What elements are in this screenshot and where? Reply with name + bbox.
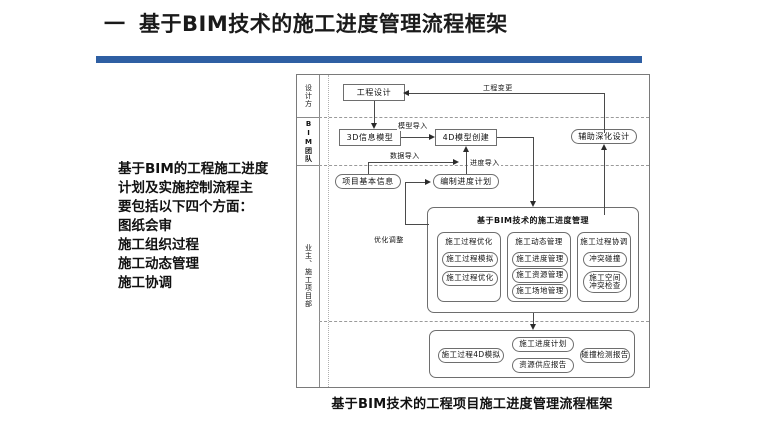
edge-optimize-up [405, 182, 406, 224]
chip-clash-detection-report-output[interactable]: 碰撞检测报告 [580, 348, 630, 363]
group-construction-process-optimization: 施工过程优化 施工过程模拟 施工过程优化 [437, 232, 501, 302]
edge-schedule-up [466, 152, 467, 174]
edge-engineering-change [409, 93, 604, 94]
edge-arrow [403, 90, 409, 96]
summary-line: 施工协调 [118, 275, 172, 291]
summary-line: 要包括以下四个方面： [118, 199, 253, 215]
title-marker: 一 [104, 12, 125, 36]
lane-divider [319, 321, 649, 322]
swimlane-label-design: 设计方 [304, 84, 313, 108]
chip-construction-schedule-plan-output[interactable]: 施工进度计划 [512, 337, 574, 352]
chip-construction-site-management[interactable]: 施工场地管理 [512, 284, 568, 299]
swimlane-label-column: 设计方 BIM团队 业主、施工项目部 [297, 75, 320, 387]
node-engineering-design[interactable]: 工程设计 [343, 84, 405, 101]
node-3d-information-model[interactable]: 3D信息模型 [339, 129, 401, 146]
edge-3d-to-4d [401, 137, 429, 138]
edge-panel-to-assist [604, 150, 605, 215]
edge-arrow [601, 144, 607, 150]
page-title: 一 基于BIM技术的施工进度管理流程框架 [104, 14, 508, 35]
edge-4d-right [497, 137, 533, 138]
summary-line: 图纸会审 [118, 218, 172, 234]
chip-construction-schedule-management[interactable]: 施工进度管理 [512, 252, 568, 267]
group-title: 施工过程协调 [580, 237, 628, 246]
diagram-caption: 基于BIM技术的工程项目施工进度管理流程框架 [331, 397, 613, 412]
edge-info-right [368, 162, 455, 163]
edge-optimize-right [405, 182, 425, 183]
swimlane-label-bim-team: BIM团队 [304, 119, 313, 163]
node-project-basic-info[interactable]: 项目基本信息 [335, 174, 401, 189]
group-title: 施工动态管理 [515, 237, 563, 246]
edge-arrow [371, 123, 377, 129]
lane-guide-line [328, 75, 329, 387]
edge-arrow [530, 324, 536, 330]
group-construction-dynamic-management: 施工动态管理 施工进度管理 施工资源管理 施工场地管理 [507, 232, 571, 302]
edge-arrow [425, 179, 431, 185]
chip-4d-simulation-output[interactable]: 施工过程4D模拟 [438, 348, 504, 363]
panel-title: 基于BIM技术的施工进度管理 [476, 216, 590, 225]
group-title: 施工过程优化 [445, 237, 493, 246]
chip-construction-process-optimization[interactable]: 施工过程优化 [442, 271, 498, 286]
edge-label-data-import: 数据导入 [389, 151, 421, 161]
edge-design-to-3d [374, 101, 375, 123]
edge-info-up [368, 162, 369, 174]
edge-label-model-import: 模型导入 [397, 121, 429, 131]
edge-4d-down [533, 137, 534, 201]
lane-divider [319, 117, 649, 118]
edge-engineering-change-down [604, 93, 605, 133]
edge-arrow [530, 201, 536, 207]
chip-resource-supply-report-output[interactable]: 资源供应报告 [512, 358, 574, 373]
summary-text-block: 基于BIM的工程施工进度 计划及实施控制流程主 要包括以下四个方面： 图纸会审 … [118, 160, 298, 293]
edge-label-optimize-adjust: 优化调整 [373, 235, 405, 245]
chip-construction-space-clash-check[interactable]: 施工空间冲突检查 [583, 271, 627, 293]
chip-clash-collision[interactable]: 冲突碰撞 [583, 252, 627, 267]
group-construction-process-coordination: 施工过程协调 冲突碰撞 施工空间冲突检查 [577, 232, 631, 302]
title-text: 基于BIM技术的施工进度管理流程框架 [139, 12, 508, 36]
edge-optimize-left [405, 224, 429, 225]
swimlane-label-owner-contractor: 业主、施工项目部 [304, 244, 313, 308]
summary-line: 施工动态管理 [118, 256, 199, 272]
deliverables-panel: 施工过程4D模拟 施工进度计划 资源供应报告 碰撞检测报告 [429, 330, 635, 378]
chip-construction-resource-management[interactable]: 施工资源管理 [512, 268, 568, 283]
process-flow-diagram: 设计方 BIM团队 业主、施工项目部 工程设计 3D信息模型 [296, 74, 650, 388]
summary-line: 计划及实施控制流程主 [118, 180, 253, 196]
edge-arrow [429, 134, 435, 140]
summary-line: 施工组织过程 [118, 237, 199, 253]
bim-schedule-management-panel: 基于BIM技术的施工进度管理 施工过程优化 施工过程模拟 施工过程优化 施工动态… [427, 207, 639, 313]
edge-label-schedule-import: 进度导入 [469, 158, 501, 168]
node-4d-model-creation[interactable]: 4D模型创建 [435, 129, 497, 146]
summary-line: 基于BIM的工程施工进度 [118, 161, 269, 177]
title-accent-rule [96, 56, 642, 63]
edge-label-engineering-change: 工程变更 [482, 83, 514, 93]
edge-arrow [463, 146, 469, 152]
node-schedule-plan[interactable]: 编制进度计划 [433, 174, 499, 189]
chip-construction-process-simulation[interactable]: 施工过程模拟 [442, 252, 498, 267]
edge-panel-to-outputs [533, 313, 534, 325]
edge-arrow [453, 159, 459, 165]
